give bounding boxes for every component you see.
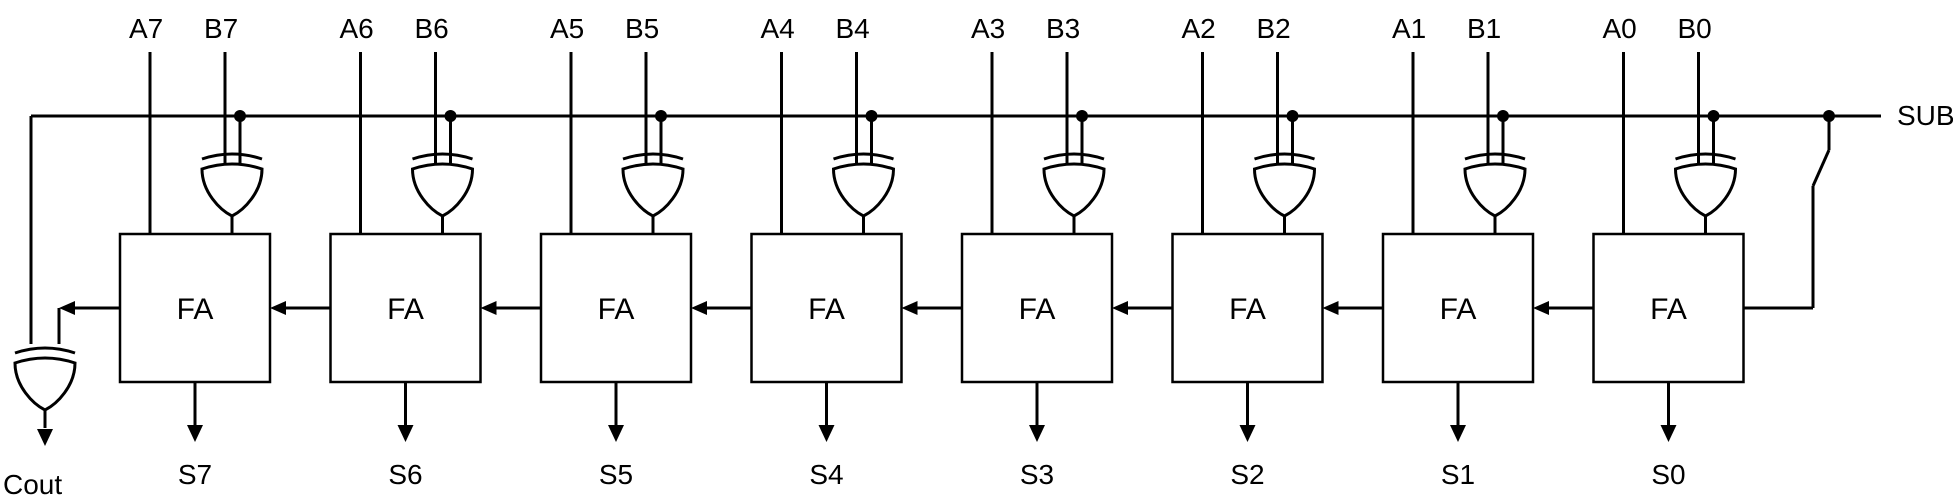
overflow-xor-gate-body <box>13 356 77 412</box>
input-label-a: A7 <box>129 13 163 44</box>
sub-tap-dot <box>1497 110 1509 122</box>
xor-gate-arc <box>1675 152 1736 161</box>
input-label-a: A1 <box>1392 13 1426 44</box>
input-label-b: B7 <box>204 13 238 44</box>
xor-gate <box>1042 152 1106 218</box>
sum-output-arrow <box>1450 425 1466 442</box>
full-adder-box <box>1592 232 1745 384</box>
xor-gate-arc <box>201 152 263 161</box>
full-adder-box <box>960 232 1114 384</box>
full-adder-label: FA <box>177 293 214 326</box>
xor-gate-arc <box>622 152 684 161</box>
full-adder-label: FA <box>1229 293 1266 326</box>
sum-output-arrow <box>187 425 203 442</box>
xor-gate <box>621 152 685 218</box>
xor-gate-body <box>410 162 475 218</box>
full-adder-box <box>539 232 693 384</box>
sum-output-arrow <box>1239 425 1256 442</box>
xor-gate-arc <box>412 152 473 161</box>
carry-arrow <box>270 301 286 315</box>
sum-label: S7 <box>178 459 212 490</box>
full-adder-label: FA <box>1440 293 1477 326</box>
carry-arrow <box>1112 301 1128 315</box>
xor-gate-body <box>200 162 264 218</box>
sum-label: S5 <box>599 459 633 490</box>
full-adder-label: FA <box>1650 293 1687 326</box>
input-label-b: B4 <box>836 13 870 44</box>
sum-output-arrow <box>818 425 835 442</box>
sum-output-arrow <box>608 425 624 442</box>
input-label-b: B1 <box>1467 13 1501 44</box>
sum-label: S3 <box>1020 459 1054 490</box>
cout-output-arrow <box>37 429 53 446</box>
input-label-b: B2 <box>1257 13 1291 44</box>
sub-tap-dot <box>865 110 878 122</box>
full-adder-label: FA <box>387 293 424 326</box>
input-label-b: B6 <box>415 13 449 44</box>
xor-gate-body <box>831 162 896 218</box>
overflow-xor-gate-arc <box>14 346 76 355</box>
carry-arrow <box>901 301 918 315</box>
carry-out-arrow <box>59 301 75 315</box>
full-adder-box <box>1381 232 1535 384</box>
full-adder-label: FA <box>808 293 845 326</box>
sum-label: S1 <box>1441 459 1475 490</box>
sub-tap-dot <box>655 110 667 122</box>
xor-gate-body <box>621 162 685 218</box>
input-label-a: A2 <box>1182 13 1216 44</box>
sum-output-arrow <box>1029 425 1045 442</box>
sum-label: S2 <box>1230 459 1264 490</box>
xor-gate-body <box>1463 162 1527 218</box>
carry-arrow <box>480 301 497 315</box>
xor-gate <box>200 152 264 218</box>
sub-tap-dot <box>1076 110 1088 122</box>
full-adder-label: FA <box>598 293 635 326</box>
xor-gate-body <box>1042 162 1106 218</box>
sub-tap-dot <box>1286 110 1299 122</box>
full-adder-box <box>1171 232 1324 384</box>
xor-gate-arc <box>1043 152 1105 161</box>
xor-gate <box>1463 152 1527 218</box>
wiring <box>29 52 1881 428</box>
xor-gate <box>1673 152 1738 218</box>
sum-output-arrow <box>1660 425 1677 442</box>
sum-label: S6 <box>388 459 422 490</box>
xor-gate-arc <box>833 152 894 161</box>
sub-label: SUB <box>1897 100 1953 131</box>
sub-junction-dot <box>1823 110 1835 122</box>
input-label-a: A4 <box>761 13 795 44</box>
sum-label: S4 <box>809 459 843 490</box>
cout-label: Cout <box>3 469 62 500</box>
full-adder-label: FA <box>1019 293 1056 326</box>
sum-output-arrow <box>397 425 414 442</box>
input-label-b: B3 <box>1046 13 1080 44</box>
input-label-a: A6 <box>340 13 374 44</box>
carry-arrow <box>691 301 707 315</box>
sum-label: S0 <box>1651 459 1685 490</box>
sub-tap-dot <box>1707 110 1720 122</box>
sub-carry-in-wire-b <box>1811 149 1831 187</box>
input-label-a: A0 <box>1603 13 1637 44</box>
input-label-a: A5 <box>550 13 584 44</box>
full-adder-box <box>118 232 272 384</box>
sub-tap-dot <box>444 110 457 122</box>
xor-gate-arc <box>1464 152 1526 161</box>
input-label-a: A3 <box>971 13 1005 44</box>
xor-gate-body <box>1673 162 1738 218</box>
input-label-b: B0 <box>1678 13 1712 44</box>
input-label-b: B5 <box>625 13 659 44</box>
sub-tap-dot <box>234 110 246 122</box>
overflow-xor-gate <box>13 346 77 412</box>
xor-gate <box>831 152 896 218</box>
full-adder-box <box>750 232 903 384</box>
xor-gate-arc <box>1254 152 1315 161</box>
xor-gate-body <box>1252 162 1317 218</box>
carry-arrow <box>1533 301 1549 315</box>
xor-gate <box>1252 152 1317 218</box>
carry-arrow <box>1322 301 1339 315</box>
xor-gate <box>410 152 475 218</box>
